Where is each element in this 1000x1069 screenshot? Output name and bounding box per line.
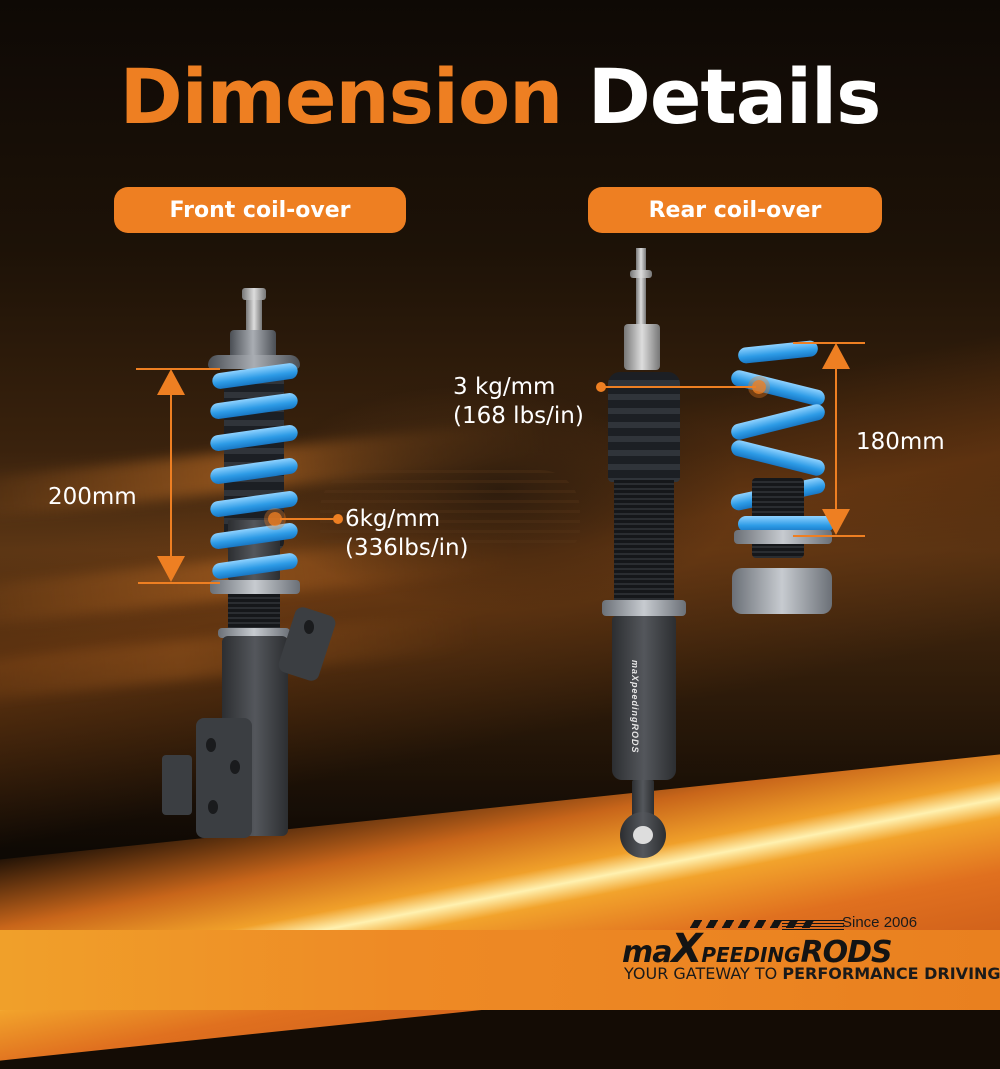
brake-line-tab: [162, 755, 192, 815]
rear-shock-body: [612, 616, 676, 780]
bottom-light-band: [0, 930, 1000, 1010]
rear-rate-kg: 3 kg/mm: [453, 374, 556, 400]
front-rate-leader: [280, 518, 336, 520]
brand-name: maXPEEDINGRODS: [622, 926, 893, 972]
arrow-down-icon: [157, 556, 185, 582]
front-rate-kg: 6kg/mm: [345, 506, 441, 532]
rear-dust-boot: [608, 372, 680, 482]
front-rate-lbs: (336lbs/in): [345, 535, 469, 561]
rear-top-stud: [636, 248, 646, 328]
brand-logo: Since 2006 maXPEEDINGRODS YOUR GATEWAY T…: [622, 912, 1000, 983]
rear-dim-bottom-line: [793, 535, 865, 537]
rear-nut: [630, 270, 652, 278]
rear-bushing: [633, 826, 653, 844]
car-grille: [320, 470, 580, 550]
rear-lower-seat: [602, 600, 686, 616]
front-spring-marker: [268, 512, 282, 526]
rear-top-mount: [624, 324, 660, 370]
front-spring-rate: 6kg/mm (336lbs/in): [345, 505, 469, 563]
speed-lines-icon: [782, 920, 844, 932]
threaded-sleeve: [228, 594, 280, 630]
lock-ring: [218, 628, 290, 638]
rear-shock-logo: maXpeedingRODS: [630, 660, 640, 754]
title-part-white: Details: [587, 52, 882, 141]
bracket-hole: [206, 738, 216, 752]
rear-spring-marker: [752, 380, 766, 394]
arrow-up-icon: [822, 343, 850, 369]
front-spring-length: 200mm: [48, 484, 137, 510]
bracket-hole: [304, 620, 314, 634]
title-part-orange: Dimension: [119, 52, 564, 141]
rear-spring-seat: [734, 530, 832, 544]
rear-rate-lbs: (168 lbs/in): [453, 403, 584, 429]
rear-spring-length: 180mm: [856, 429, 945, 455]
rear-spring-coil: [738, 516, 834, 532]
front-dim-vertical-line: [170, 390, 172, 560]
arrow-up-icon: [157, 369, 185, 395]
brand-since: Since 2006: [842, 914, 918, 931]
knuckle-bracket: [196, 718, 252, 838]
rear-dim-vertical-line: [835, 364, 837, 514]
front-coilover-label: Front coil-over: [114, 187, 406, 233]
rear-spring-rate: 3 kg/mm (168 lbs/in): [453, 373, 584, 431]
front-dim-bottom-line: [138, 582, 220, 584]
bracket-hole: [208, 800, 218, 814]
rear-threaded-body: [614, 480, 674, 600]
leader-end-dot: [596, 382, 606, 392]
arrow-down-icon: [822, 509, 850, 535]
rear-lower-rod: [632, 780, 654, 820]
top-stud: [246, 292, 262, 332]
lower-spring-seat: [210, 580, 300, 594]
brand-tagline: YOUR GATEWAY TO PERFORMANCE DRIVING: [624, 964, 1000, 983]
page-title: Dimension Details: [0, 52, 1000, 141]
rear-coilover-label: Rear coil-over: [588, 187, 882, 233]
leader-end-dot: [333, 514, 343, 524]
rear-perch-base: [732, 568, 832, 614]
adjust-knob: [242, 288, 266, 300]
rear-rate-leader: [604, 386, 756, 388]
bracket-hole: [230, 760, 240, 774]
